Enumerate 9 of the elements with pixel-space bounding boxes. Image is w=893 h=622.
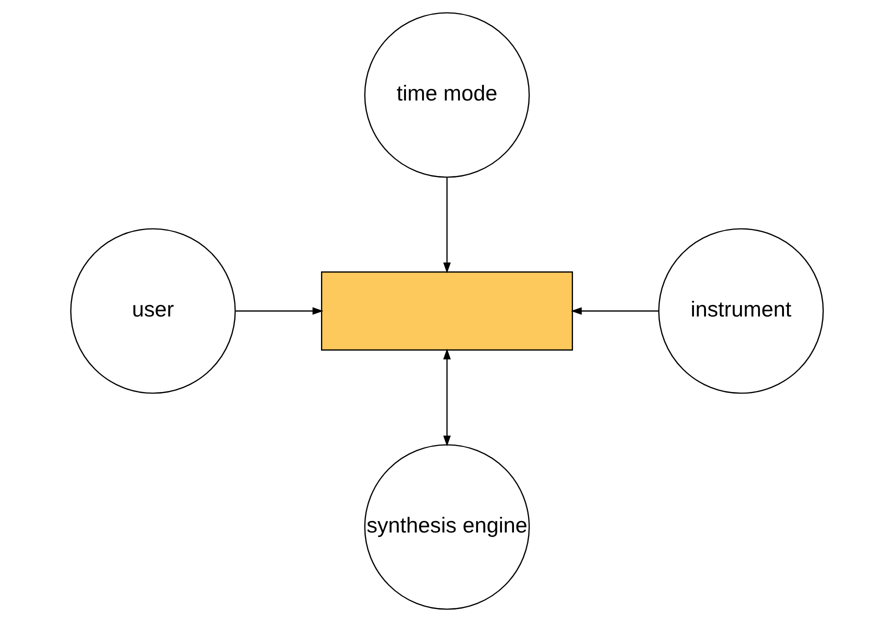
- arrow: [570, 307, 658, 315]
- arrow: [442, 348, 450, 446]
- node-circle: synthesis engine: [364, 444, 530, 610]
- arrow: [442, 177, 450, 274]
- node-box: [320, 271, 572, 351]
- arrow: [235, 307, 323, 315]
- node-circle: time mode: [364, 12, 530, 178]
- node-circle: instrument: [658, 228, 824, 394]
- node-circle: user: [70, 228, 236, 394]
